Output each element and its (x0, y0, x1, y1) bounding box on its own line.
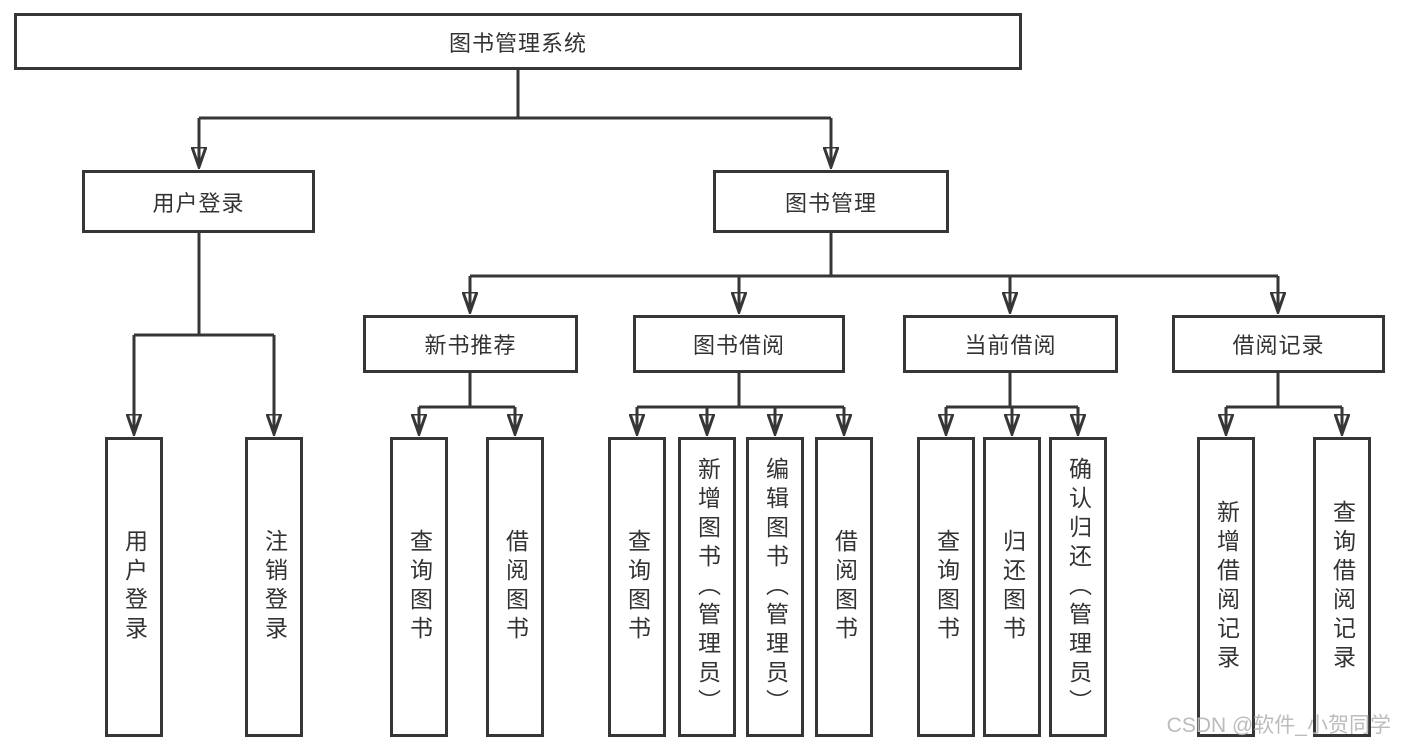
leaf-query-books-current-label: 查询图书 (933, 529, 960, 645)
leaf-return-books-label: 归还图书 (999, 529, 1026, 645)
leaf-query-books-borrowing-label: 查询图书 (624, 529, 651, 645)
node-current-borrowing: 当前借阅 (903, 315, 1118, 373)
leaf-query-borrow-record-label: 查询借阅记录 (1329, 500, 1356, 674)
leaf-borrow-books-recommend-label: 借阅图书 (502, 529, 529, 645)
node-book-borrowing: 图书借阅 (633, 315, 845, 373)
leaf-borrow-books-label: 借阅图书 (831, 529, 858, 645)
leaf-user-login-label: 用户登录 (121, 529, 148, 645)
leaf-borrow-books-recommend: 借阅图书 (486, 437, 544, 737)
leaf-borrow-books: 借阅图书 (815, 437, 873, 737)
node-borrow-records: 借阅记录 (1172, 315, 1385, 373)
leaf-query-books-recommend-label: 查询图书 (406, 529, 433, 645)
leaf-user-login: 用户登录 (105, 437, 163, 737)
csdn-watermark: CSDN @软件_小贺同学 (1166, 714, 1391, 737)
leaf-logout-label: 注销登录 (261, 529, 288, 645)
leaf-add-books-admin-label: 新增图书（管理员） (694, 456, 721, 718)
node-user-login: 用户登录 (82, 170, 315, 233)
leaf-logout: 注销登录 (245, 437, 303, 737)
leaf-add-borrow-record: 新增借阅记录 (1197, 437, 1255, 737)
leaf-query-borrow-record: 查询借阅记录 (1313, 437, 1371, 737)
leaf-query-books-current: 查询图书 (917, 437, 975, 737)
node-root-library-system: 图书管理系统 (14, 13, 1022, 70)
leaf-query-books-recommend: 查询图书 (390, 437, 448, 737)
leaf-add-borrow-record-label: 新增借阅记录 (1213, 500, 1240, 674)
leaf-edit-books-admin-label: 编辑图书（管理员） (762, 456, 789, 718)
leaf-query-books-borrowing: 查询图书 (608, 437, 666, 737)
leaf-confirm-return-admin-label: 确认归还（管理员） (1065, 456, 1092, 718)
node-new-book-recommend: 新书推荐 (363, 315, 578, 373)
leaf-return-books: 归还图书 (983, 437, 1041, 737)
node-book-management: 图书管理 (713, 170, 949, 233)
leaf-confirm-return-admin: 确认归还（管理员） (1049, 437, 1107, 737)
leaf-add-books-admin: 新增图书（管理员） (678, 437, 736, 737)
leaf-edit-books-admin: 编辑图书（管理员） (746, 437, 804, 737)
